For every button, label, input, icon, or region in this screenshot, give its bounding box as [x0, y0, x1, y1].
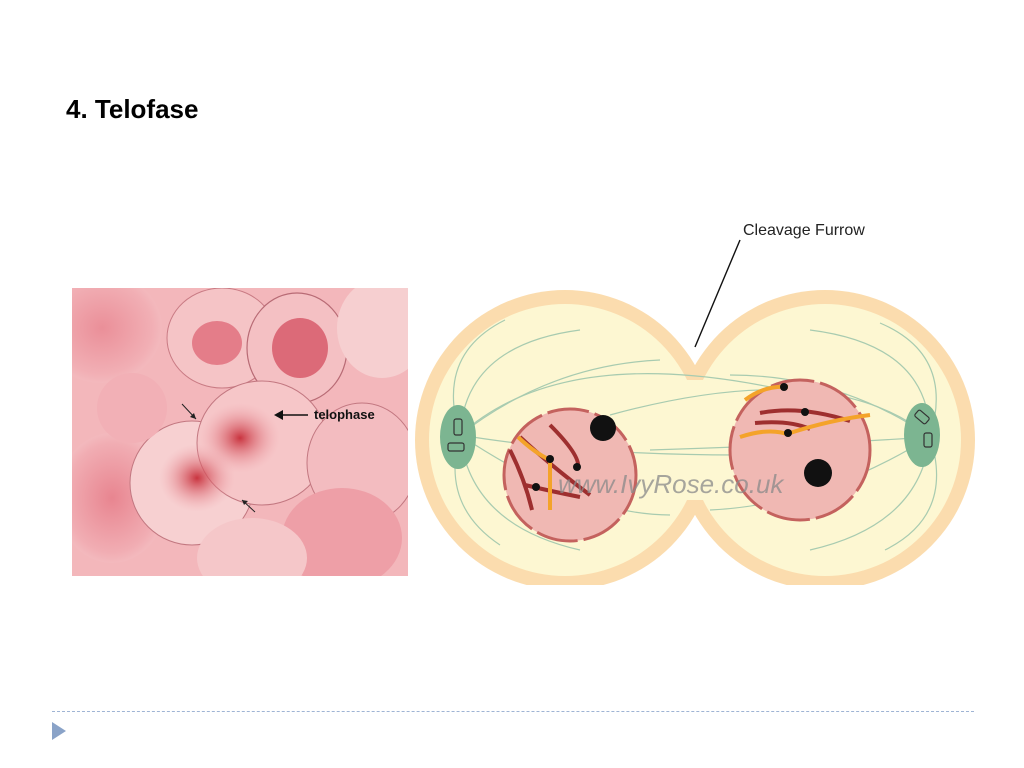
footer-divider — [52, 711, 974, 712]
centrosome-right — [904, 403, 940, 467]
diagram-svg — [415, 239, 975, 590]
centrosome-left — [440, 405, 476, 469]
micrograph-svg — [72, 288, 408, 576]
play-arrow-icon — [52, 722, 66, 740]
nucleus-left — [502, 407, 638, 543]
cleavage-furrow-label: Cleavage Furrow — [743, 222, 865, 239]
watermark-text: www.IvyRose.co.uk — [558, 469, 784, 499]
telophase-label: telophase — [314, 407, 375, 422]
cell-membrane — [415, 290, 975, 590]
telophase-diagram: Cleavage Furrow www.IvyRose.co.uk — [410, 205, 980, 590]
furrow-pointer-line — [694, 239, 741, 348]
slide-title: 4. Telofase — [66, 94, 199, 124]
nucleus-right — [728, 378, 872, 522]
micrograph-image: telophase — [72, 288, 408, 576]
